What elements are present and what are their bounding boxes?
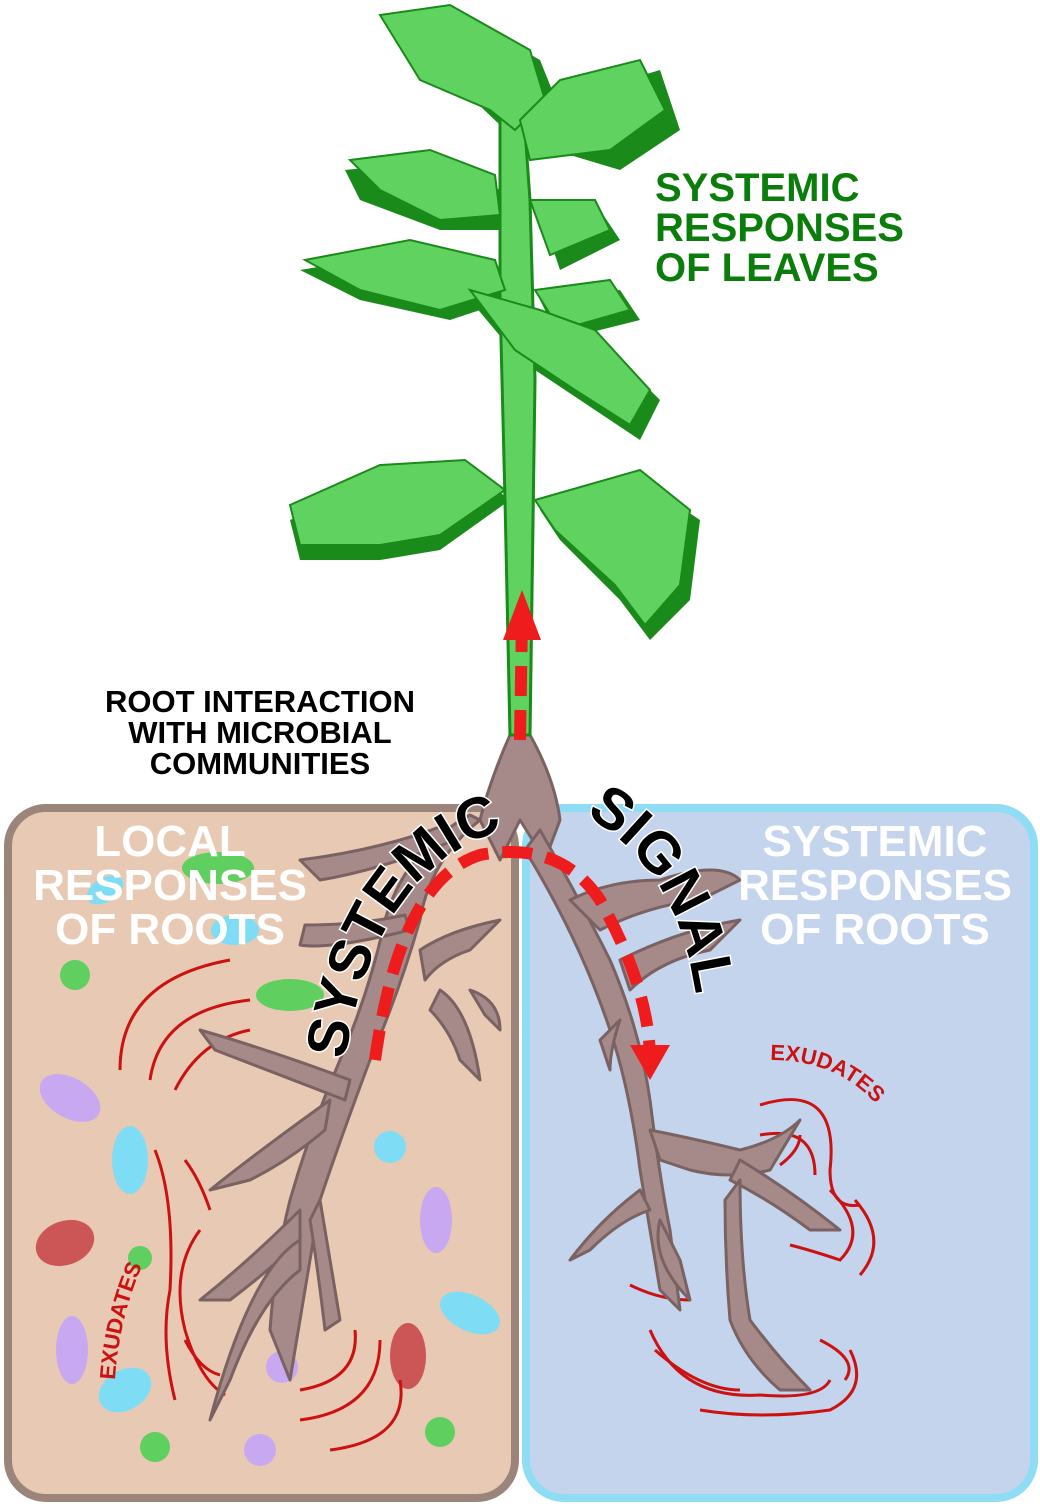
plant-shoot (290, 5, 700, 735)
microbe (60, 960, 90, 990)
microbe (425, 1417, 455, 1447)
local-roots-label: LOCAL RESPONSES OF ROOTS (15, 820, 325, 952)
microbe (112, 1126, 148, 1194)
root-interaction-label: ROOT INTERACTION WITH MICROBIAL COMMUNIT… (60, 686, 460, 779)
leaf (380, 5, 545, 130)
microbe (244, 1434, 276, 1466)
leaf (305, 240, 505, 310)
microbe (140, 1432, 170, 1462)
microbe (374, 1131, 406, 1163)
systemic-roots-label: SYSTEMIC RESPONSES OF ROOTS (720, 820, 1030, 952)
microbe (56, 1316, 88, 1384)
leaf (290, 460, 505, 545)
microbe (420, 1187, 452, 1253)
systemic-leaves-label: SYSTEMIC RESPONSES OF LEAVES (655, 168, 965, 288)
microbe (390, 1323, 426, 1389)
